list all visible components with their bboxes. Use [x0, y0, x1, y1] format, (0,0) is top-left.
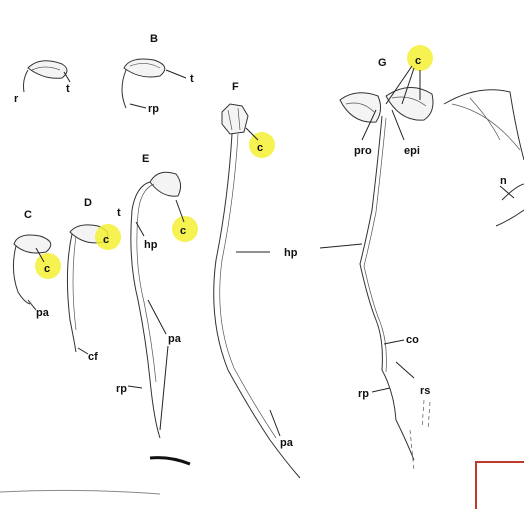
hypocotyl-e [130, 181, 161, 439]
seed-a [27, 60, 68, 79]
label-hp-e: hp [144, 239, 158, 251]
highlight-g [407, 45, 433, 71]
bottom-mark [149, 456, 191, 466]
label-c-d: c [103, 234, 109, 246]
panel-b: B t rp [121, 33, 194, 115]
panel-letter-b: B [150, 33, 158, 45]
highlight-d [95, 224, 121, 250]
radicle-a [23, 69, 29, 93]
highlight-e [172, 216, 198, 242]
highlight-f [249, 132, 275, 158]
root-hairs [409, 399, 431, 471]
label-rp-e: rp [116, 383, 127, 395]
panel-d: D t c cf [66, 197, 121, 363]
seed-c [13, 234, 52, 254]
leaf-right-g [385, 87, 434, 121]
label-c-f: c [257, 142, 263, 154]
label-t: t [66, 83, 70, 95]
label-hp-f: hp [284, 247, 298, 259]
cotyledon-f [221, 103, 249, 135]
radicle-d [66, 233, 77, 353]
hypocotyl-f [213, 133, 301, 479]
leaf-left-g [339, 92, 382, 123]
panel-letter-d: D [84, 197, 92, 209]
label-pa-f: pa [280, 437, 294, 449]
label-t-b: t [190, 73, 194, 85]
label-co: co [406, 334, 419, 346]
label-c-g: c [415, 55, 421, 67]
radicle-b [121, 69, 127, 109]
highlight-c [35, 253, 61, 279]
panel-g: G c pro epi co rp rs [319, 45, 434, 471]
label-c-c: c [44, 263, 50, 275]
label-pro: pro [354, 145, 372, 157]
panel-f: F c hp pa [213, 81, 301, 479]
label-cf: cf [88, 351, 98, 363]
panel-c: C c pa [12, 209, 61, 319]
label-rp-g: rp [358, 388, 369, 400]
seed-b [123, 58, 166, 78]
label-rs: rs [420, 385, 430, 397]
label-pa-e: pa [168, 333, 182, 345]
panel-letter-g: G [378, 57, 387, 69]
red-frame [475, 461, 524, 509]
label-rp-b: rp [148, 103, 159, 115]
cropped-leaf-right: n [443, 89, 524, 227]
stem-g [359, 115, 415, 461]
panel-e: E c hp pa rp [116, 153, 198, 439]
label-t-d: t [117, 207, 121, 219]
panel-a: t r [14, 60, 71, 105]
panel-letter-c: C [24, 209, 32, 221]
label-pa-c: pa [36, 307, 50, 319]
cotyledon-e [149, 171, 182, 197]
panel-letter-e: E [142, 153, 149, 165]
panel-letter-f: F [232, 81, 239, 93]
label-c-e: c [180, 225, 186, 237]
label-r: r [14, 93, 19, 105]
label-epi: epi [404, 145, 420, 157]
label-n: n [500, 175, 507, 187]
radicle-c [12, 245, 31, 305]
